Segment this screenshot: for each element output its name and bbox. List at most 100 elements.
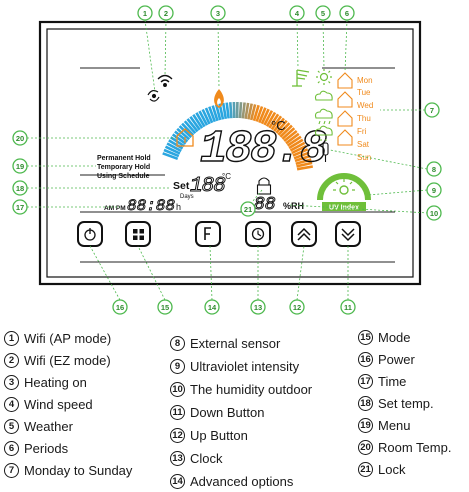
legend-number: 12	[170, 428, 185, 443]
legend-number: 7	[4, 463, 19, 478]
gauge-tick	[247, 103, 253, 120]
panel-dividers	[80, 67, 395, 263]
gauge-tick	[292, 148, 309, 157]
legend-number: 19	[358, 418, 373, 433]
wind-speed-icon	[292, 69, 310, 87]
callout-circle-2	[158, 5, 174, 21]
period-icon-1	[337, 72, 353, 89]
callout-number-11: 11	[344, 303, 352, 312]
gauge-tick	[186, 118, 199, 133]
callout-circle-6	[339, 5, 355, 21]
callout-circle-7	[424, 102, 440, 118]
legend-number: 10	[170, 382, 185, 397]
callout-circle-4	[289, 5, 305, 21]
gauge-tick	[183, 120, 197, 135]
weekday-mon: Mon	[357, 76, 373, 85]
callout-circle-17	[12, 199, 28, 215]
callout-number-21: 21	[244, 205, 252, 214]
gauge-tick	[296, 161, 313, 168]
callout-number-9: 9	[432, 186, 436, 195]
weekday-sun: Sun	[357, 153, 371, 162]
up-button[interactable]	[291, 221, 317, 247]
gauge-tick	[286, 135, 302, 147]
legend-number: 17	[358, 374, 373, 389]
gauge-tick	[208, 106, 217, 123]
gauge-tick	[164, 145, 181, 155]
callout-number-13: 13	[254, 303, 262, 312]
gauge-tick	[229, 102, 233, 119]
gauge-tick	[255, 106, 264, 122]
legend-text: Mode	[378, 330, 411, 345]
legend-text: The humidity outdoor	[190, 382, 313, 397]
gauge-tick	[189, 115, 201, 131]
period-icons	[337, 72, 353, 146]
gauge-tick	[258, 107, 267, 124]
gauge-tick	[244, 102, 250, 120]
callout-circle-21	[240, 201, 256, 217]
weekday-sat: Sat	[357, 140, 370, 149]
thermostat-diagram: 188.8 °C Set 188 °C 88 %RH Permanent Hol…	[12, 5, 442, 315]
callout-circle-14	[204, 299, 220, 315]
legend-text: Set temp.	[378, 396, 434, 411]
callout-number-2: 2	[164, 9, 168, 18]
callout-number-20: 20	[16, 134, 24, 143]
gauge-tick	[201, 108, 211, 125]
gauge-tick	[260, 108, 270, 125]
hold-mode-labels: Permanent Hold Temporary Hold Using Sche…	[97, 155, 151, 180]
callout-circle-10	[426, 205, 442, 221]
legend-text: Monday to Sunday	[24, 463, 133, 478]
set-label: Set	[173, 180, 190, 192]
callout-circle-5	[315, 5, 331, 21]
legend-text: Clock	[190, 451, 223, 466]
callout-number-16: 16	[116, 303, 124, 312]
legend-number: 11	[170, 405, 185, 420]
legend-number: 3	[4, 375, 19, 390]
callout-circle-18	[12, 180, 28, 196]
am-pm-label: AM PM	[104, 205, 126, 212]
callout-number-18: 18	[16, 184, 24, 193]
gauge-tick	[192, 113, 204, 129]
period-icon-4	[337, 129, 353, 146]
clock-suffix: h	[176, 202, 181, 212]
callout-circle-9	[426, 182, 442, 198]
callout-circle-3	[210, 5, 226, 21]
callout-number-15: 15	[161, 303, 169, 312]
temperature-gauge	[162, 101, 314, 171]
room-temp-house-icon	[176, 128, 194, 147]
callout-circle-1	[137, 5, 153, 21]
callout-number-6: 6	[345, 9, 349, 18]
callout-circle-8	[426, 161, 442, 177]
legend-number: 8	[170, 336, 185, 351]
legend-text: Up Button	[190, 428, 248, 443]
wifi-ap-icon	[157, 74, 173, 87]
legend-text: Advanced options	[190, 474, 294, 489]
period-icon-2	[337, 91, 353, 108]
advanced-options-button[interactable]	[195, 221, 221, 247]
days-label: Days	[180, 194, 194, 200]
legend-text: Lock	[378, 462, 406, 477]
device-inner-frame	[46, 28, 414, 278]
weekday-fri: Fri	[357, 127, 367, 136]
legend-number: 14	[170, 474, 185, 489]
gauge-tick	[241, 102, 246, 119]
legend-number: 2	[4, 353, 19, 368]
legend-number: 6	[4, 441, 19, 456]
snow-cloud-icon	[314, 125, 333, 141]
gauge-tick	[162, 152, 179, 161]
humidity-value: 88	[254, 195, 276, 215]
legend-text: Power	[378, 352, 415, 367]
callout-circle-13	[250, 299, 266, 315]
callout-number-3: 3	[216, 9, 220, 18]
period-icon-3	[337, 110, 353, 127]
callout-leaders	[27, 19, 429, 301]
